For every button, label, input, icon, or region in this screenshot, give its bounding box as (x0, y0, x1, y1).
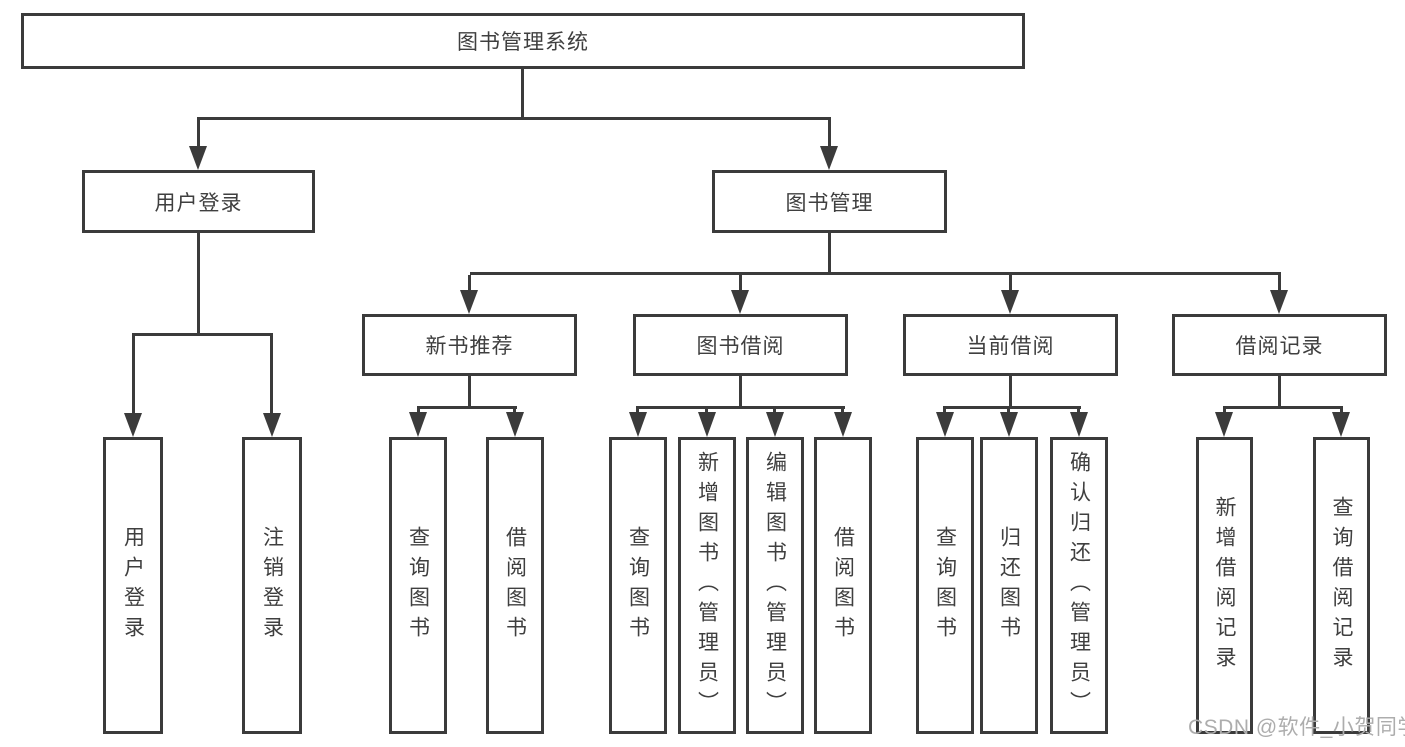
connector-line (1278, 275, 1281, 293)
node-label: 新增图书（管理员） (695, 450, 719, 721)
arrow-down-icon (936, 412, 954, 437)
node-label: 注销登录 (260, 525, 284, 646)
arrow-down-icon (1215, 412, 1233, 437)
node-label: 确认归还（管理员） (1067, 450, 1091, 721)
connector-line (636, 406, 845, 409)
arrow-down-icon (698, 412, 716, 437)
node-label: 用户登录 (154, 191, 243, 215)
node-label: 归还图书 (997, 525, 1021, 646)
arrow-down-icon (1070, 412, 1088, 437)
node-label: 图书管理 (785, 191, 874, 215)
node-book-borrowing: 图书借阅 (633, 314, 848, 376)
connector-line (828, 120, 831, 148)
node-label: 借阅记录 (1235, 335, 1324, 358)
arrow-down-icon (820, 146, 838, 170)
node-label: 新书推荐 (425, 335, 514, 358)
leaf-query-borrow-record: 查询借阅记录 (1313, 437, 1370, 734)
connector-line (197, 233, 200, 335)
connector-line (468, 376, 471, 406)
node-new-book-recommend: 新书推荐 (362, 314, 577, 376)
arrow-down-icon (460, 290, 478, 314)
node-label: 借阅图书 (503, 525, 527, 646)
leaf-query-books-borrow: 查询图书 (609, 437, 667, 734)
node-root-system: 图书管理系统 (21, 13, 1025, 69)
arrow-down-icon (766, 412, 784, 437)
node-label: 借阅图书 (831, 525, 855, 646)
arrow-down-icon (1270, 290, 1288, 314)
connector-line (1009, 275, 1012, 293)
connector-line (1223, 406, 1343, 409)
node-book-management-module: 图书管理 (712, 170, 947, 233)
connector-line (739, 275, 742, 293)
connector-line (270, 336, 273, 414)
connector-line (521, 69, 524, 117)
node-label: 图书借阅 (696, 335, 785, 358)
arrow-down-icon (1332, 412, 1350, 437)
node-label: 查询图书 (933, 525, 957, 646)
connector-line (197, 117, 831, 120)
connector-line (828, 233, 831, 272)
leaf-add-book-admin: 新增图书（管理员） (678, 437, 736, 734)
arrow-down-icon (189, 146, 207, 170)
connector-line (1009, 376, 1012, 406)
leaf-user-login: 用户登录 (103, 437, 163, 734)
arrow-down-icon (506, 412, 524, 437)
node-label: 查询图书 (626, 525, 650, 646)
node-label: 查询图书 (406, 525, 430, 646)
arrow-down-icon (1001, 290, 1019, 314)
leaf-borrow-books: 借阅图书 (814, 437, 872, 734)
connector-line (1278, 376, 1281, 406)
connector-line (132, 336, 135, 414)
node-label: 图书管理系统 (457, 31, 589, 54)
connector-line (468, 275, 471, 293)
node-label: 用户登录 (121, 525, 145, 646)
leaf-return-book: 归还图书 (980, 437, 1038, 734)
node-label: 查询借阅记录 (1330, 495, 1353, 676)
leaf-confirm-return-admin: 确认归还（管理员） (1050, 437, 1108, 734)
leaf-query-books-recommend: 查询图书 (389, 437, 447, 734)
node-label: 当前借阅 (966, 335, 1055, 358)
arrow-down-icon (834, 412, 852, 437)
arrow-down-icon (629, 412, 647, 437)
connector-line (739, 376, 742, 406)
leaf-add-borrow-record: 新增借阅记录 (1196, 437, 1253, 734)
node-label: 新增借阅记录 (1213, 495, 1236, 676)
connector-line (197, 120, 200, 148)
connector-line (417, 406, 517, 409)
node-user-login-module: 用户登录 (82, 170, 315, 233)
arrow-down-icon (124, 413, 142, 437)
leaf-borrow-books-recommend: 借阅图书 (486, 437, 544, 734)
connector-line (132, 333, 273, 336)
connector-line (470, 272, 1281, 275)
node-borrowing-records: 借阅记录 (1172, 314, 1387, 376)
csdn-watermark: CSDN @软件_小贺同学 (1188, 716, 1405, 739)
arrow-down-icon (1000, 412, 1018, 437)
node-label: 编辑图书（管理员） (763, 450, 787, 721)
arrow-down-icon (409, 412, 427, 437)
arrow-down-icon (731, 290, 749, 314)
leaf-logout: 注销登录 (242, 437, 302, 734)
arrow-down-icon (263, 413, 281, 437)
leaf-query-books-current: 查询图书 (916, 437, 974, 734)
leaf-edit-book-admin: 编辑图书（管理员） (746, 437, 804, 734)
node-current-borrowing: 当前借阅 (903, 314, 1118, 376)
connector-line (943, 406, 1081, 409)
